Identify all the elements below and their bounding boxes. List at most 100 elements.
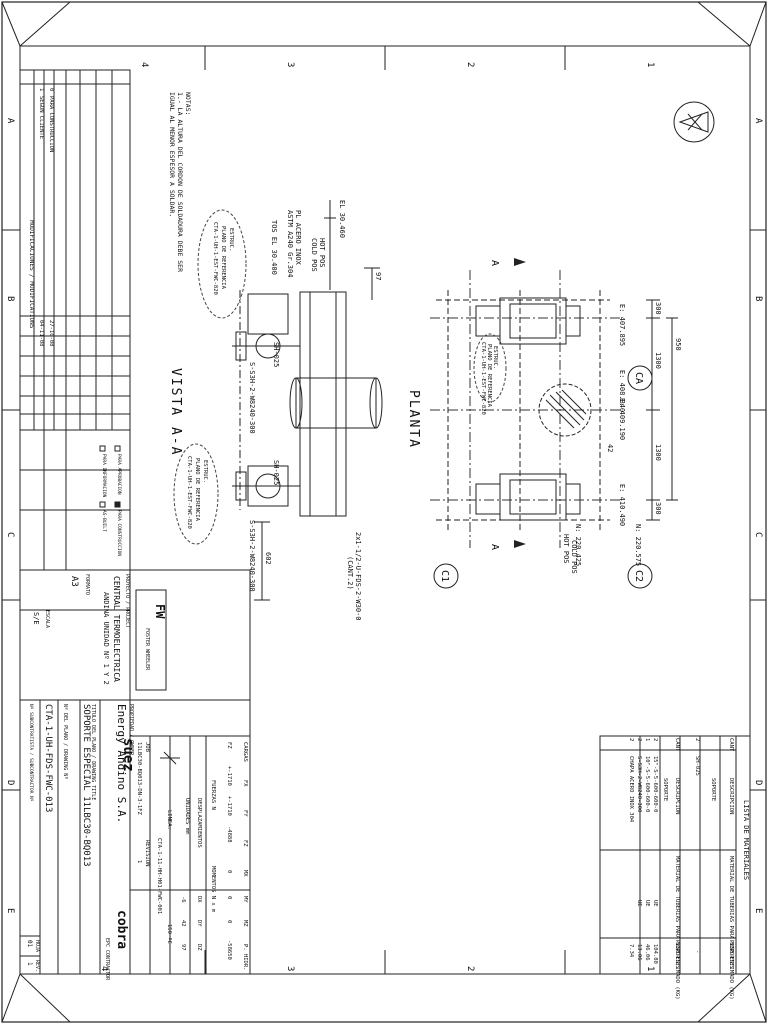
bom-qty: 2 bbox=[694, 738, 700, 741]
disp-header: DY bbox=[196, 920, 202, 927]
cloud-text: CTA-1-UH-1-EST-FWC-820 bbox=[186, 456, 192, 529]
fw-logo: FW bbox=[153, 604, 167, 619]
owner-logo: suez bbox=[120, 738, 136, 772]
owner-name: Energy Andino S.A. bbox=[115, 704, 128, 823]
checkbox-label: AS-BUILT bbox=[101, 510, 107, 532]
tag-spring: S-S3H-2-W8240-300 bbox=[248, 520, 256, 592]
notes-line: IGUAL AL MENOR ESPESOR A SOLDAR. bbox=[168, 92, 176, 217]
loads-header: CARGAS bbox=[242, 742, 248, 762]
revision-row-desc: SEGUN CLIENTE bbox=[38, 96, 44, 139]
tag-bolt: 2x1-1/2-U-FDS-2-W30-0 bbox=[354, 532, 362, 621]
load-value: +-1710 bbox=[226, 766, 232, 786]
drawing-title: SOPORTE ESPECIAL 11LBC30-BQ013 bbox=[81, 704, 91, 867]
load-value: 0 bbox=[226, 920, 232, 923]
bom-header: MATERIAL DE TUBERIAS PARA SOPORTES bbox=[728, 856, 734, 969]
bom-weight: 46.06 bbox=[644, 944, 650, 961]
disp-units: UNIDADES mm bbox=[184, 798, 190, 835]
loads-units: MOMENTOS N x m bbox=[210, 866, 216, 913]
bom-section: SOPORTE bbox=[662, 778, 668, 801]
temperature: 150 ºC bbox=[166, 924, 173, 944]
checkbox-checked[interactable] bbox=[114, 501, 121, 508]
zone-letter: A bbox=[5, 118, 15, 124]
checkbox[interactable] bbox=[114, 445, 121, 452]
corner-mark bbox=[696, 1, 767, 47]
loads-table: CARGAS FX FY FZ MX MY MZ P. HIDR. FZ +-1… bbox=[136, 742, 248, 971]
zone-letter: D bbox=[5, 780, 15, 785]
revision-row-date: 04-11-08 bbox=[38, 320, 44, 347]
disp-value: 97 bbox=[180, 944, 186, 951]
bom-desc: S-S3H-2-W8240-300 bbox=[636, 756, 642, 812]
zone-letter: A bbox=[753, 118, 763, 124]
zone-number: 4 bbox=[99, 966, 109, 971]
loads-header: P. HIDR. bbox=[242, 944, 248, 971]
owner-label: PROPIEDAD / OWNER bbox=[128, 704, 134, 756]
revision-row-desc: PARA CONSTRUCCION bbox=[48, 96, 54, 152]
revision-row-rev: 0 bbox=[48, 88, 54, 91]
revision-row-rev: 1 bbox=[38, 88, 44, 91]
tag-el-top: EL 30.460 bbox=[338, 200, 346, 238]
bom-table bbox=[599, 735, 751, 975]
approval-checkboxes: PARA APROBACION PARA INFORMACION PARA CO… bbox=[99, 445, 122, 556]
loads-header: MZ bbox=[242, 920, 248, 927]
bom-weight: 104.80 bbox=[652, 944, 658, 964]
zone-number: 2 bbox=[465, 62, 475, 67]
corner-mark bbox=[696, 973, 767, 1023]
tag-bolt-qty: (CANT.2) bbox=[346, 556, 354, 590]
bom-desc: CHAPA ACERO INOX 304 bbox=[628, 756, 634, 823]
load-value: 0 bbox=[226, 896, 232, 899]
job-rev-value: 1 bbox=[136, 860, 142, 863]
cloud-text: CTA-1-UH-1-EST-FWC-820 bbox=[480, 342, 486, 415]
load-value: -58650 bbox=[226, 940, 232, 960]
revision-row-date: 27-10-08 bbox=[48, 320, 54, 347]
bom-header: PESO ESTIMADO (KG) bbox=[728, 940, 734, 1000]
scale-label: ESCALA bbox=[44, 610, 50, 628]
dimension-lower: 1300 bbox=[654, 444, 662, 461]
scale-value: S/E bbox=[32, 612, 40, 625]
dimension-end: 300 bbox=[654, 302, 662, 315]
disp-header: DZ bbox=[196, 944, 202, 951]
plan-hot-pos: HOT POS bbox=[562, 534, 570, 564]
checkbox-label: PARA APROBACION bbox=[116, 454, 122, 495]
zone-number: 3 bbox=[285, 966, 295, 971]
zone-letter: C bbox=[5, 532, 15, 537]
tag-sh: SH-025 bbox=[272, 460, 280, 485]
section-marker: A bbox=[489, 260, 500, 266]
load-value: -4888 bbox=[226, 826, 232, 843]
checkbox[interactable] bbox=[99, 501, 106, 508]
contractor-logo: cobra bbox=[114, 910, 129, 949]
dim-602: 602 bbox=[264, 552, 272, 565]
north-arrow-icon bbox=[673, 101, 715, 143]
balloon-ca-label: CA bbox=[633, 372, 644, 384]
balloon-c2 bbox=[627, 563, 653, 589]
bom-code: UE bbox=[644, 900, 650, 907]
revisions-title: MODIFICACIONES / MODIFICATIONS bbox=[28, 220, 35, 329]
notes: NOTAS: 1.- LA ALTURA DEL CORDON DE SOLDA… bbox=[168, 92, 192, 272]
dimension-end: 300 bbox=[654, 502, 662, 515]
dim-97: 97 bbox=[374, 272, 382, 280]
loads-header: FX bbox=[242, 780, 248, 787]
bom-header: DESCRIPCION bbox=[728, 778, 734, 814]
axis-symbol-icon bbox=[160, 748, 180, 768]
disp-title: DESPLAZAMIENTOS bbox=[196, 798, 202, 848]
project-name: CENTRAL TERMOELECTRICA bbox=[112, 576, 121, 682]
contractor-label: EPC CONTRACTOR bbox=[104, 938, 110, 981]
project-units: ANDINA UNIDAD Nº 1 Y 2 bbox=[102, 592, 110, 685]
tag-el-tos: TOS EL 30.400 bbox=[270, 220, 278, 275]
title-block bbox=[19, 569, 251, 975]
loads-header: FZ bbox=[242, 840, 248, 847]
revision-cloud bbox=[197, 209, 247, 319]
title-label: TITULO DEL PLANO / DRAWING TITLE bbox=[90, 704, 96, 800]
zone-number: 4 bbox=[139, 62, 149, 67]
format-value: A3 bbox=[69, 576, 79, 587]
bom-code: UE bbox=[636, 900, 642, 907]
format-label: FORMATO bbox=[84, 574, 90, 595]
coord-e4: E: 410.490 bbox=[618, 484, 626, 526]
checkbox[interactable] bbox=[99, 445, 106, 452]
bom-desc: SH-025 bbox=[694, 756, 700, 776]
coord-e3: E: 409.190 bbox=[618, 398, 626, 440]
balloon-c1-label: C1 bbox=[439, 570, 450, 582]
loads-row-label: FZ bbox=[226, 742, 232, 749]
line-value: CTA-1-11-HH-H01-FWC-001 bbox=[156, 838, 162, 914]
drawing-number: CTA-1-UH-FDS-FWC-013 bbox=[43, 704, 53, 812]
